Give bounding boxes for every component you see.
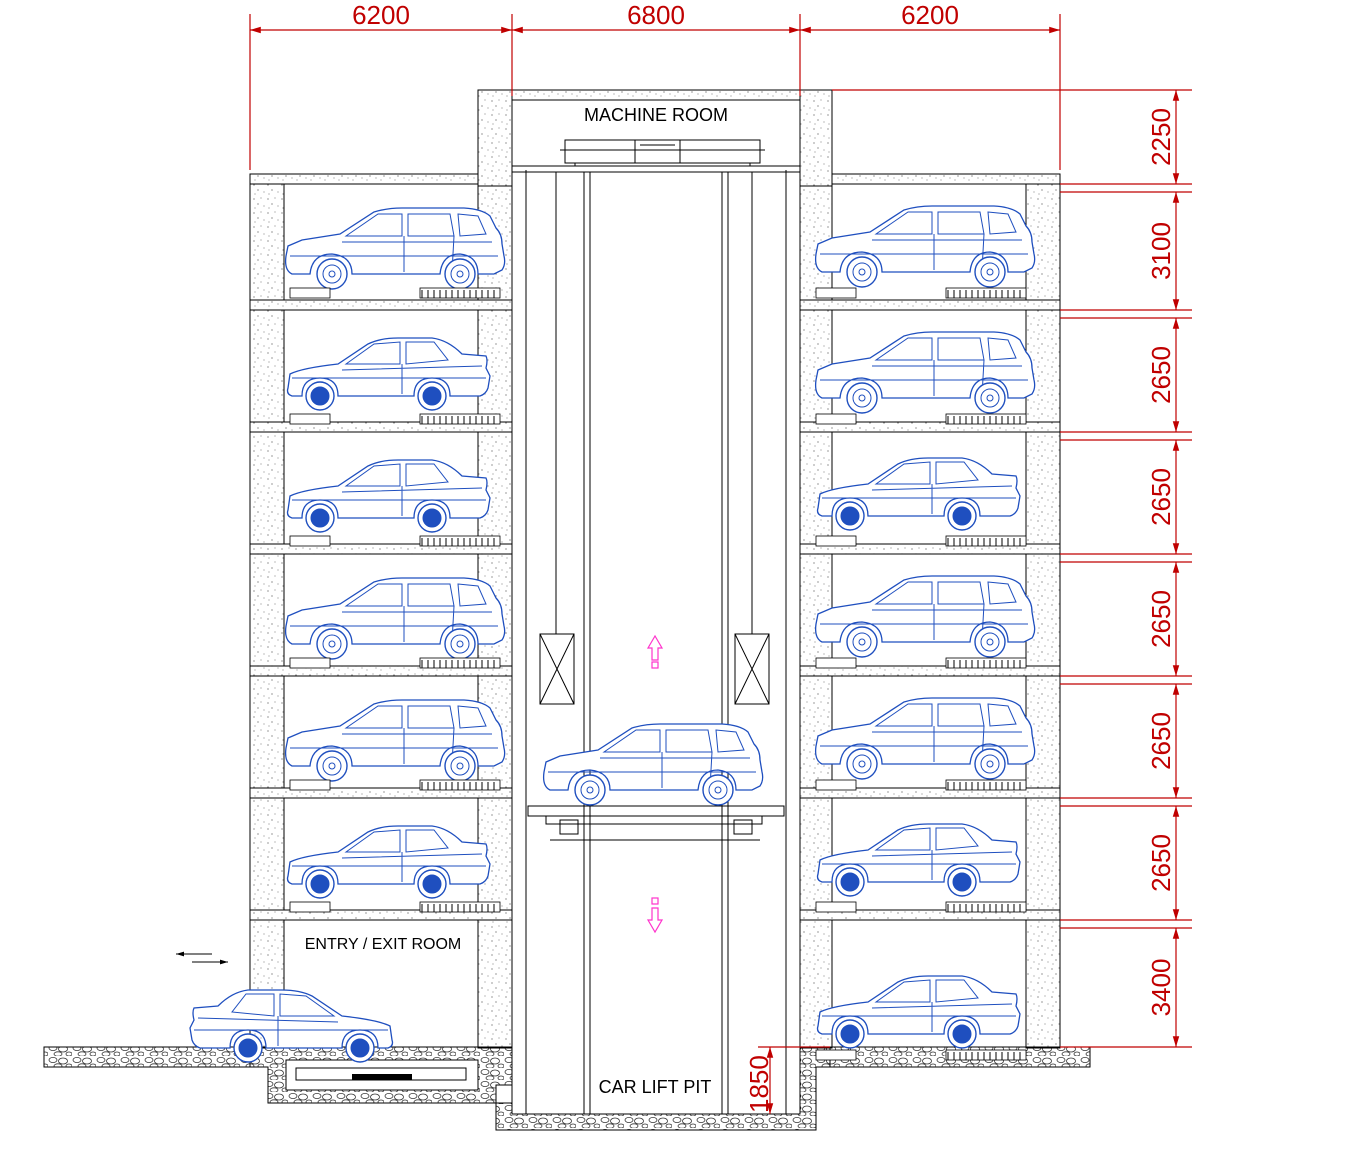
machine-room-label: MACHINE ROOM — [584, 105, 728, 125]
right-dim-7: 2650 — [1146, 834, 1176, 892]
machine-room-roof — [477, 89, 833, 101]
left-pallet-1 — [289, 287, 501, 299]
left-floor-slabs — [249, 173, 513, 1048]
ground-left — [43, 1046, 251, 1068]
entry-exit-room-label: ENTRY / EXIT ROOM — [305, 936, 461, 953]
hoist-machine — [560, 139, 765, 166]
top-dim-right: 6200 — [901, 0, 959, 30]
right-slab-0 — [799, 173, 1061, 185]
counterweight-right — [734, 633, 770, 705]
lift-platform — [527, 805, 785, 841]
left-bay-5-suv — [284, 699, 506, 782]
right-dimension-lines: 2250 3100 2650 2650 2650 2650 2650 3400 — [832, 89, 1192, 1048]
right-bay-7-sedan — [816, 975, 1021, 1049]
top-dim-left: 6200 — [352, 0, 410, 30]
right-dim-3: 2650 — [1146, 346, 1176, 404]
top-dimension-lines — [249, 14, 1061, 170]
lift-down-arrow — [646, 897, 664, 934]
top-dim-center: 6800 — [627, 0, 685, 30]
left-slab-0 — [249, 173, 513, 185]
right-bay-3-sedan — [816, 457, 1021, 531]
left-bay-1-suv — [284, 207, 506, 290]
right-bay-4-suv — [814, 575, 1036, 658]
machine-room-wall-left — [477, 89, 513, 187]
right-pallet-1 — [815, 287, 1027, 299]
left-bay-6-sedan — [286, 825, 491, 899]
pit-depth-dim: 1850 — [744, 1055, 774, 1113]
right-slab-1 — [799, 299, 1061, 311]
right-bay-1-suv — [814, 205, 1036, 288]
left-bay-2-sedan — [286, 337, 491, 411]
right-dim-6: 2650 — [1146, 712, 1176, 770]
right-bay-5-suv — [814, 697, 1036, 780]
left-slab-1 — [249, 299, 513, 311]
right-dim-2: 3100 — [1146, 222, 1176, 280]
machine-room-wall-right — [799, 89, 833, 187]
right-bay-6-sedan — [816, 823, 1021, 897]
right-dim-1: 2250 — [1146, 108, 1176, 166]
left-bay-4-suv — [284, 577, 506, 660]
right-dim-4: 2650 — [1146, 468, 1176, 526]
lift-up-arrow — [646, 634, 664, 669]
entry-exit-arrows — [176, 951, 228, 965]
left-bay-3-sedan — [286, 459, 491, 533]
counterweight-left — [539, 633, 575, 705]
right-bay-2-suv — [814, 331, 1036, 414]
car-on-lift — [542, 723, 764, 806]
left-outer-column — [249, 183, 285, 1049]
right-dim-8: 3400 — [1146, 959, 1176, 1017]
right-dim-5: 2650 — [1146, 590, 1176, 648]
pit-dimension-lines — [758, 1046, 830, 1114]
car-lift-pit-label: CAR LIFT PIT — [599, 1077, 712, 1097]
